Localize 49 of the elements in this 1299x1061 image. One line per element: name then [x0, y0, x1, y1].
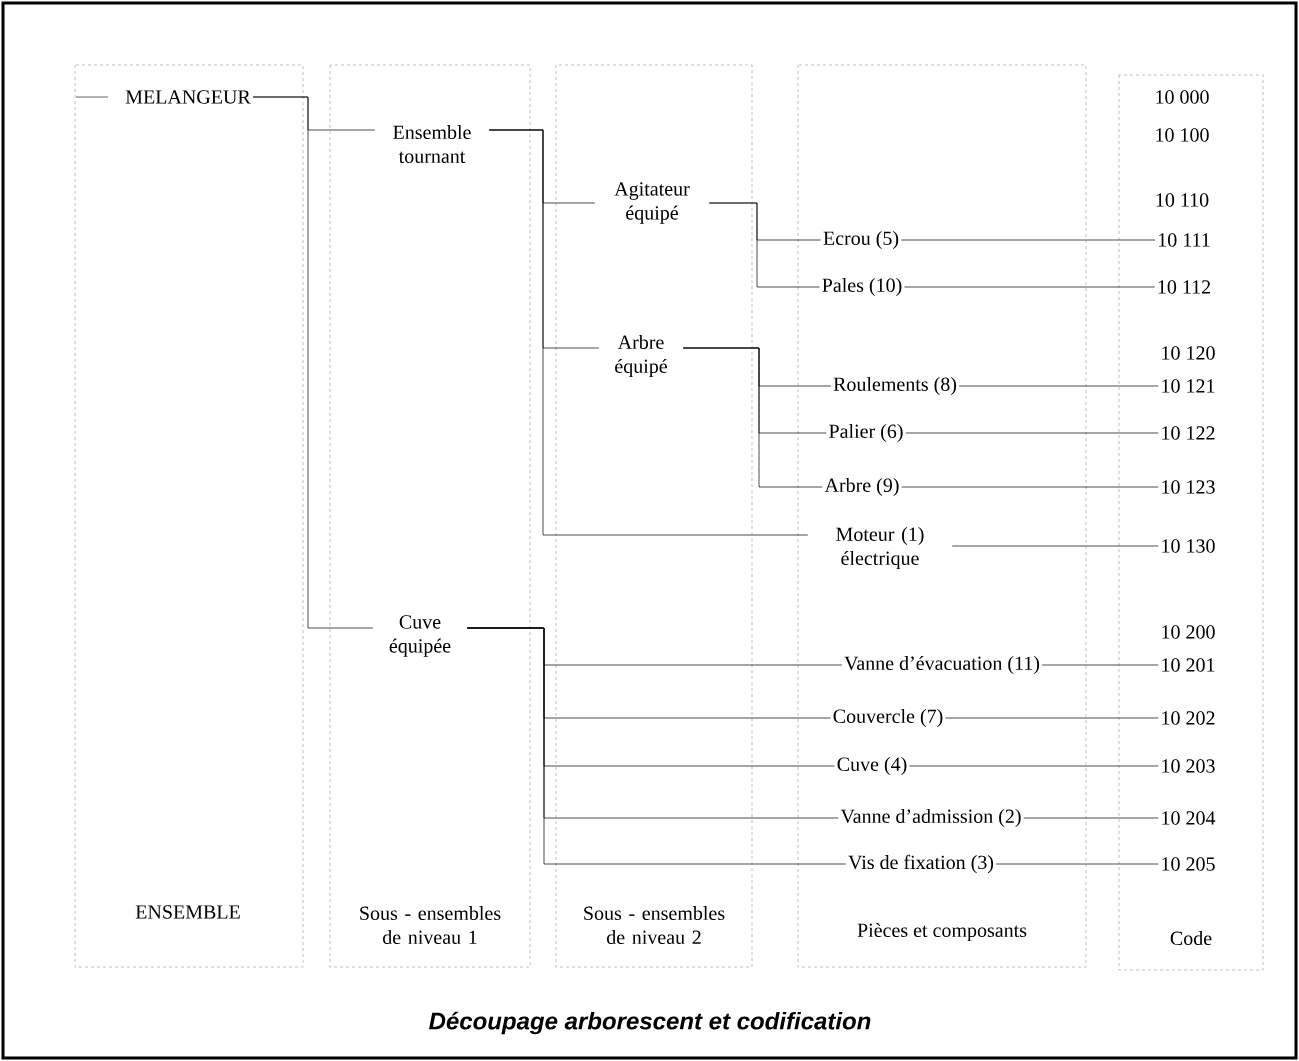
tree-line	[488, 129, 809, 536]
code-number: 10 201	[1162, 658, 1215, 672]
code-number: 10 100	[1156, 128, 1209, 142]
tree-line	[1041, 664, 1159, 666]
tree-line	[909, 765, 1159, 767]
part-label: Arbre (9)	[824, 477, 899, 497]
tree-line	[995, 863, 1159, 865]
tree-line	[958, 385, 1159, 387]
part-label: Moteur (1) électrique	[836, 526, 924, 570]
tree-line	[252, 96, 374, 629]
tree-line	[708, 202, 820, 288]
tree-line	[901, 486, 1159, 488]
code-number: 10 111	[1159, 233, 1210, 247]
part-label: Ecrou (5)	[823, 230, 899, 250]
code-number: 10 120	[1162, 346, 1215, 360]
code-number: 10 123	[1162, 480, 1215, 494]
code-number: 10 122	[1162, 426, 1215, 440]
tree-line	[945, 717, 1159, 719]
part-label: Roulements (8)	[833, 376, 957, 396]
part-label: Palier (6)	[829, 423, 903, 443]
code-number: 10 130	[1162, 539, 1215, 553]
tree-line	[900, 239, 1156, 241]
tree-line	[466, 627, 847, 865]
code-number: 10 204	[1162, 811, 1216, 825]
tree-line	[951, 545, 1159, 547]
code-number: 10 203	[1162, 759, 1215, 773]
code-number: 10 121	[1162, 379, 1215, 393]
code-number: 10 112	[1158, 280, 1211, 294]
assembly-label: Agitateur équipé	[614, 182, 690, 224]
code-number: 10 000	[1156, 90, 1209, 104]
assembly-label: Arbre équipé	[615, 334, 667, 378]
code-number: 10 200	[1162, 625, 1215, 639]
tree-line	[1023, 817, 1159, 819]
tree-line	[905, 432, 1159, 434]
part-label: Vis de fixation (3)	[848, 854, 994, 874]
assembly-label: MELANGEUR	[125, 90, 251, 104]
part-label: Couvercle (7)	[833, 708, 943, 728]
part-label: Vanne d’admission (2)	[840, 808, 1021, 828]
part-label: Cuve (4)	[837, 756, 907, 776]
code-number: 10 205	[1162, 857, 1215, 871]
tree-line	[682, 347, 823, 488]
caption: Découpage arborescent et codification	[429, 1011, 871, 1035]
assembly-label: Ensemble tournant	[393, 124, 471, 164]
part-label: Pales (10)	[822, 277, 902, 297]
code-number: 10 202	[1162, 711, 1215, 725]
code-number: 10 110	[1156, 193, 1209, 207]
tree-line	[904, 286, 1156, 288]
part-label: Vanne d’évacuation (11)	[844, 655, 1040, 675]
assembly-label: Cuve équipée	[389, 615, 451, 657]
